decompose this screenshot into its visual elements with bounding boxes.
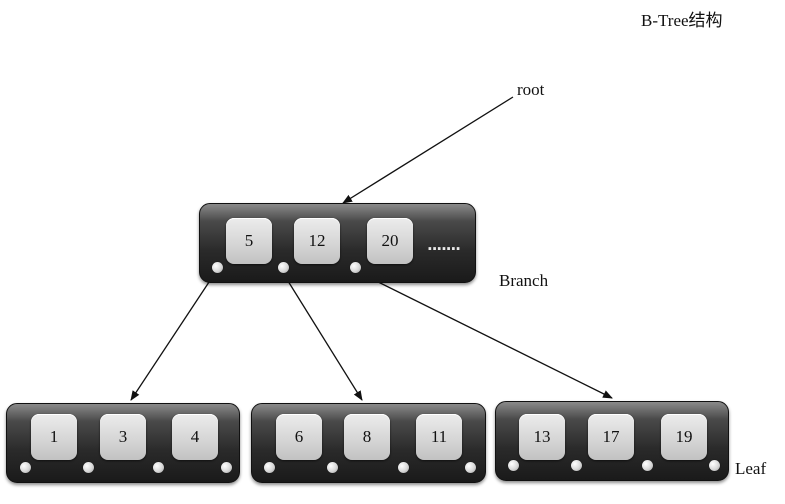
leaf-1-key-2: 3 [100,414,146,460]
leaf-3-pointer-3 [642,460,653,471]
branch-key-3: 20 [367,218,413,264]
root-pointer-arrow [342,96,514,204]
leaf-label: Leaf [735,459,767,478]
leaf-node-2: 6 8 11 [251,403,486,483]
leaf-node-1: 1 3 4 [6,403,240,483]
branch-key-2: 12 [294,218,340,264]
leaf-2-key-2: 8 [344,414,390,460]
branch-more-keys: ....... [427,236,461,254]
leaf-2-pointer-3 [398,462,409,473]
leaf-1-key-1: 1 [31,414,77,460]
leaf-node-3: 13 17 19 [495,401,729,481]
leaf-1-pointer-2 [83,462,94,473]
branch-pointer-1 [212,262,223,273]
branch-pointer-2 [278,262,289,273]
leaf-3-key-1: 13 [519,414,565,460]
branch-node: 5 12 20 ....... [199,203,476,283]
root-label: root [517,80,545,99]
leaf-1-pointer-3 [153,462,164,473]
branch-label: Branch [499,271,549,290]
leaf-3-key-2: 17 [588,414,634,460]
leaf-1-next-pointer [221,462,232,473]
leaf-2-key-3: 11 [416,414,462,460]
leaf-3-key-3: 19 [661,414,707,460]
branch-key-1: 5 [226,218,272,264]
leaf-1-key-3: 4 [172,414,218,460]
branch-to-leaf-3-arrow [355,270,613,399]
diagram-title: B-Tree结构 [641,11,723,30]
branch-pointer-3 [350,262,361,273]
leaf-3-pointer-1 [508,460,519,471]
leaf-2-key-1: 6 [276,414,322,460]
leaf-2-pointer-2 [327,462,338,473]
branch-to-leaf-2-arrow [282,272,363,401]
branch-to-leaf-1-arrow [130,272,216,401]
leaf-1-pointer-1 [20,462,31,473]
leaf-3-pointer-2 [571,460,582,471]
leaf-2-next-pointer [465,462,476,473]
leaf-3-next-pointer [709,460,720,471]
leaf-2-pointer-1 [264,462,275,473]
